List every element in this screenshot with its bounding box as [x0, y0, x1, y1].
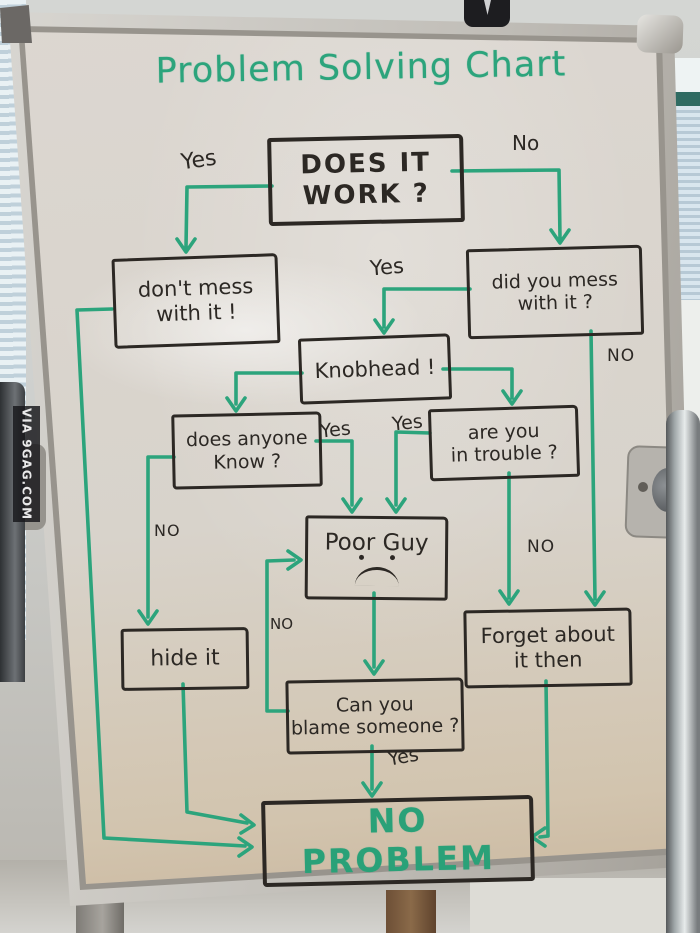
- connector-know-yes: [314, 439, 363, 514]
- connector-hideit-noproblem: [181, 682, 256, 835]
- connector-forget-noproblem: [530, 679, 550, 848]
- bracket-screw: [638, 482, 648, 492]
- edge-label-yes-know: Yes: [318, 417, 352, 443]
- node-does-it-work: DOES IT WORK ?: [267, 133, 465, 227]
- connector-work-no: [450, 168, 571, 245]
- edge-label-no-work: No: [512, 131, 540, 155]
- easel-pole-right: [666, 410, 700, 933]
- node-forget-about-it: Forget about it then: [463, 607, 633, 689]
- connector-mess-yes: [373, 287, 472, 335]
- edge-label-no-blame: NO: [270, 615, 294, 633]
- watermark-badge: VIA 9GAG.COM: [13, 406, 40, 522]
- node-hide-it: hide it: [120, 627, 250, 691]
- edge-label-no-know: NO: [154, 521, 181, 540]
- connector-trouble-yes: [385, 430, 432, 514]
- connector-blame-no-loop: [265, 549, 303, 713]
- connector-knobhead-right: [441, 367, 523, 406]
- frame-corner-top-left: [0, 5, 32, 43]
- edge-label-yes-mess: Yes: [369, 253, 405, 281]
- node-dont-mess-with-it: don't mess with it !: [111, 253, 281, 349]
- poor-guy-label: Poor Guy: [324, 529, 429, 557]
- background-cabinet: [470, 878, 670, 933]
- connector-mess-no: [584, 329, 606, 607]
- connector-poorguy-down: [363, 591, 385, 676]
- sad-face-frown: [354, 566, 399, 587]
- connector-know-no: [137, 455, 176, 626]
- chart-title: Problem Solving Chart: [155, 44, 567, 92]
- sad-face-eyes: [358, 554, 395, 561]
- edge-label-no-mess: NO: [607, 346, 636, 366]
- node-can-you-blame-someone: Can you blame someone ?: [285, 677, 465, 755]
- binder-clip-slit: [484, 0, 491, 15]
- edge-label-yes-trouble: Yes: [390, 410, 424, 436]
- connector-work-yes: [175, 184, 274, 254]
- connector-trouble-no: [498, 471, 520, 606]
- node-no-problem: NO PROBLEM: [261, 794, 535, 888]
- edge-label-no-trouble: NO: [527, 537, 556, 557]
- easel-leg-brown: [386, 890, 436, 933]
- node-knobhead: Knobhead !: [297, 333, 453, 405]
- node-are-you-in-trouble: are you in trouble ?: [427, 404, 581, 482]
- connector-knobhead-left: [225, 371, 304, 413]
- node-poor-guy: Poor Guy: [304, 515, 449, 601]
- node-did-you-mess-with-it: did you mess with it ?: [465, 244, 645, 340]
- node-does-anyone-know: does anyone Know ?: [171, 411, 323, 490]
- connector-blame-yes: [361, 744, 383, 798]
- edge-label-yes-work: Yes: [179, 145, 219, 176]
- connector-dontmess-noproblem: [75, 307, 254, 858]
